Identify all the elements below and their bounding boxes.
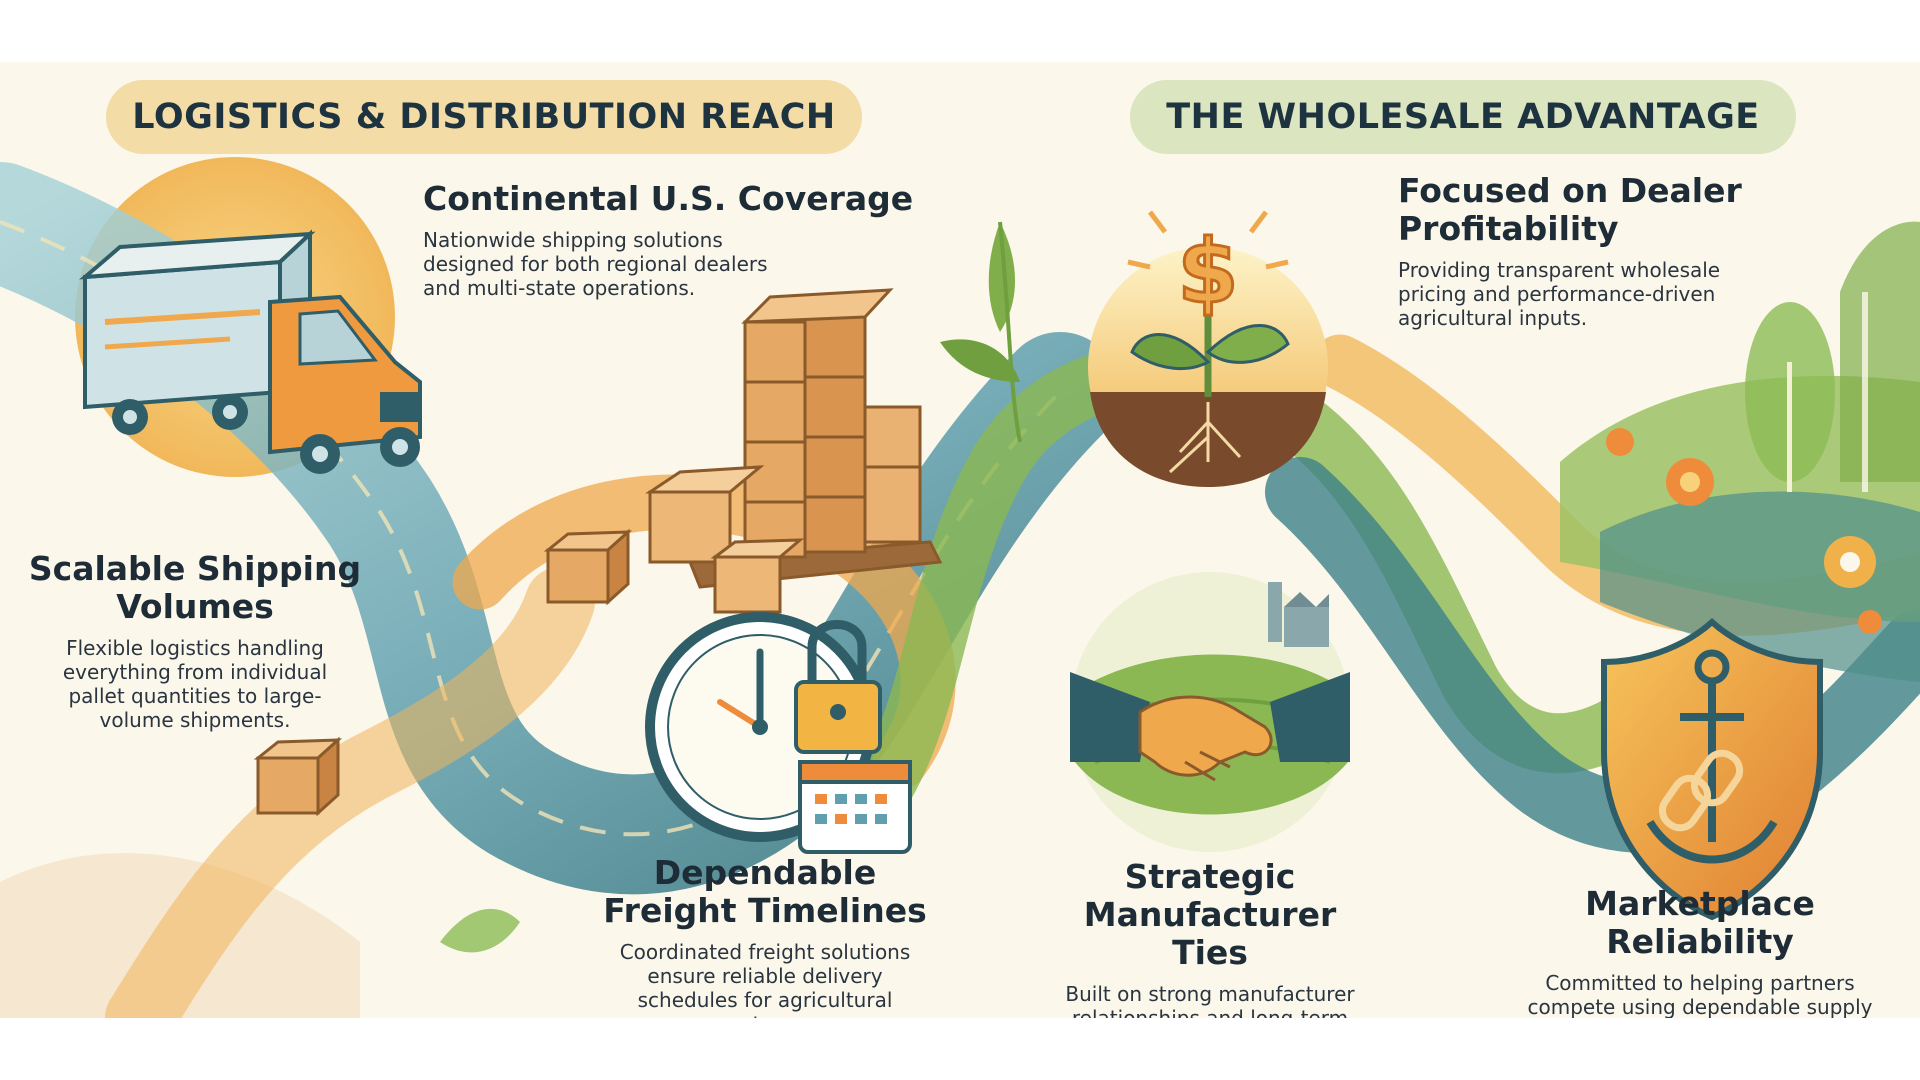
deco-circle-3: [1606, 428, 1634, 456]
block-manufacturer-ties: Strategic Manufacturer Ties Built on str…: [1060, 857, 1360, 1019]
clock-lock-calendar-icon: [645, 612, 912, 854]
anchor-chain-shield-icon: [1601, 617, 1823, 921]
manufacturer-title: Strategic Manufacturer Ties: [1083, 857, 1337, 972]
header-wholesale: THE WHOLESALE ADVANTAGE: [1130, 80, 1796, 154]
leaf-mid-stem: [998, 221, 1022, 443]
profitability-title: Focused on Dealer Profitability: [1398, 171, 1742, 248]
tree-right-1: [1840, 221, 1920, 482]
manufacturer-body: Built on strong manufacturer relationshi…: [1065, 982, 1355, 1018]
svg-text:$: $: [1177, 220, 1238, 323]
header-logistics: LOGISTICS & DISTRIBUTION REACH: [106, 80, 862, 154]
continental-body: Nationwide shipping solutions designed f…: [423, 228, 768, 300]
block-continental-coverage: Continental U.S. Coverage Nationwide shi…: [423, 179, 943, 301]
tree-trunk-1: [1862, 292, 1868, 492]
deco-circle-2-inner: [1840, 552, 1860, 572]
small-box-icon: [253, 736, 343, 817]
deco-circle-1-inner: [1680, 472, 1700, 492]
illustration-layer: $: [0, 157, 1920, 1018]
freight-body: Coordinated freight solutions ensure rel…: [619, 940, 911, 1018]
pallet-boxes-icon: [543, 288, 943, 614]
deco-circle-4: [1858, 610, 1882, 634]
dollar-plant-icon: $: [1088, 210, 1328, 487]
scalable-body: Flexible logistics handling everything f…: [62, 636, 328, 732]
block-marketplace-reliability: Marketplace Reliability Committed to hel…: [1490, 884, 1910, 1019]
reliability-body: Committed to helping partners compete us…: [1527, 971, 1873, 1018]
infographic-canvas: $ LOGISTICS & DISTRIBUTION REACH THE WHO…: [0, 62, 1920, 1018]
block-freight-timelines: Dependable Freight Timelines Coordinated…: [585, 853, 945, 1019]
block-scalable-volumes: Scalable Shipping Volumes Flexible logis…: [20, 549, 370, 733]
delivery-truck-icon: [79, 229, 422, 474]
block-dealer-profitability: Focused on Dealer Profitability Providin…: [1398, 171, 1778, 331]
handshake-icon: [1070, 572, 1350, 852]
reliability-title: Marketplace Reliability: [1585, 884, 1815, 961]
ribbon-orange-lower: [105, 567, 595, 1018]
scalable-title: Scalable Shipping Volumes: [28, 549, 362, 626]
leaf-mid-2: [940, 339, 1020, 382]
tree-trunk-2: [1787, 362, 1792, 492]
freight-title: Dependable Freight Timelines: [603, 853, 927, 930]
profitability-body: Providing transparent wholesale pricing …: [1398, 258, 1721, 330]
continental-title: Continental U.S. Coverage: [423, 179, 914, 218]
leaf-left-1: [440, 908, 520, 953]
